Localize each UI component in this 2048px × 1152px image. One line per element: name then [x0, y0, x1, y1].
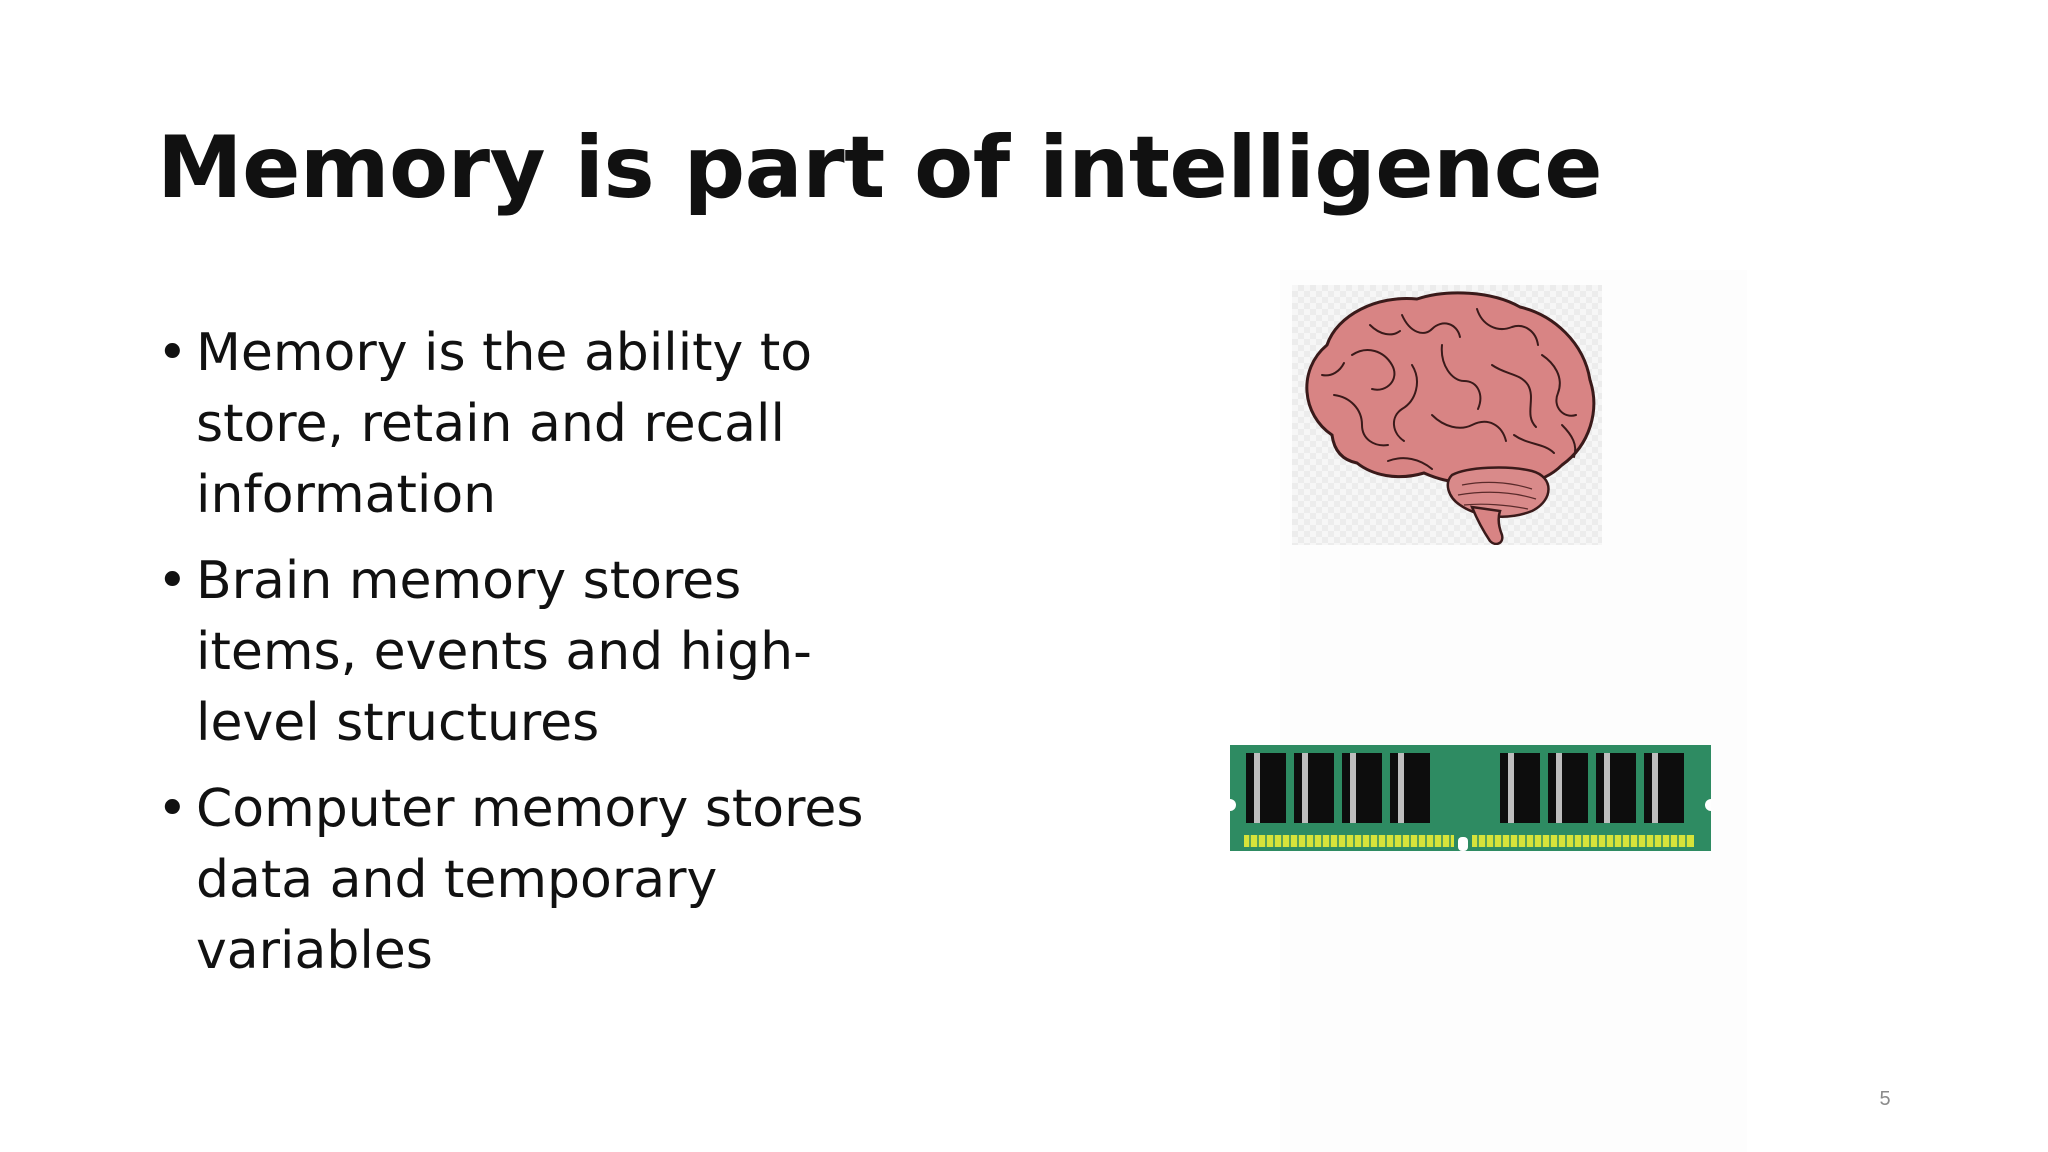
page-number: 5 [1879, 1088, 1891, 1110]
bullet-text: Computer memory stores data and temporar… [196, 779, 864, 981]
bullet-text: Brain memory stores items, events and hi… [196, 551, 812, 753]
bullet-marker: • [157, 779, 188, 839]
bullet-item: • Memory is the ability to store, retain… [157, 318, 917, 531]
ram-module-image [1230, 745, 1711, 851]
bullet-marker: • [157, 551, 188, 611]
bullet-list: • Memory is the ability to store, retain… [157, 318, 917, 1002]
bullet-item: • Computer memory stores data and tempor… [157, 774, 917, 987]
ram-module-icon [1230, 745, 1711, 851]
bullet-text: Memory is the ability to store, retain a… [196, 323, 813, 525]
bullet-marker: • [157, 323, 188, 383]
brain-image [1292, 285, 1602, 545]
bullet-item: • Brain memory stores items, events and … [157, 546, 917, 759]
slide-title: Memory is part of intelligence [157, 118, 1603, 218]
brain-icon [1305, 291, 1596, 545]
